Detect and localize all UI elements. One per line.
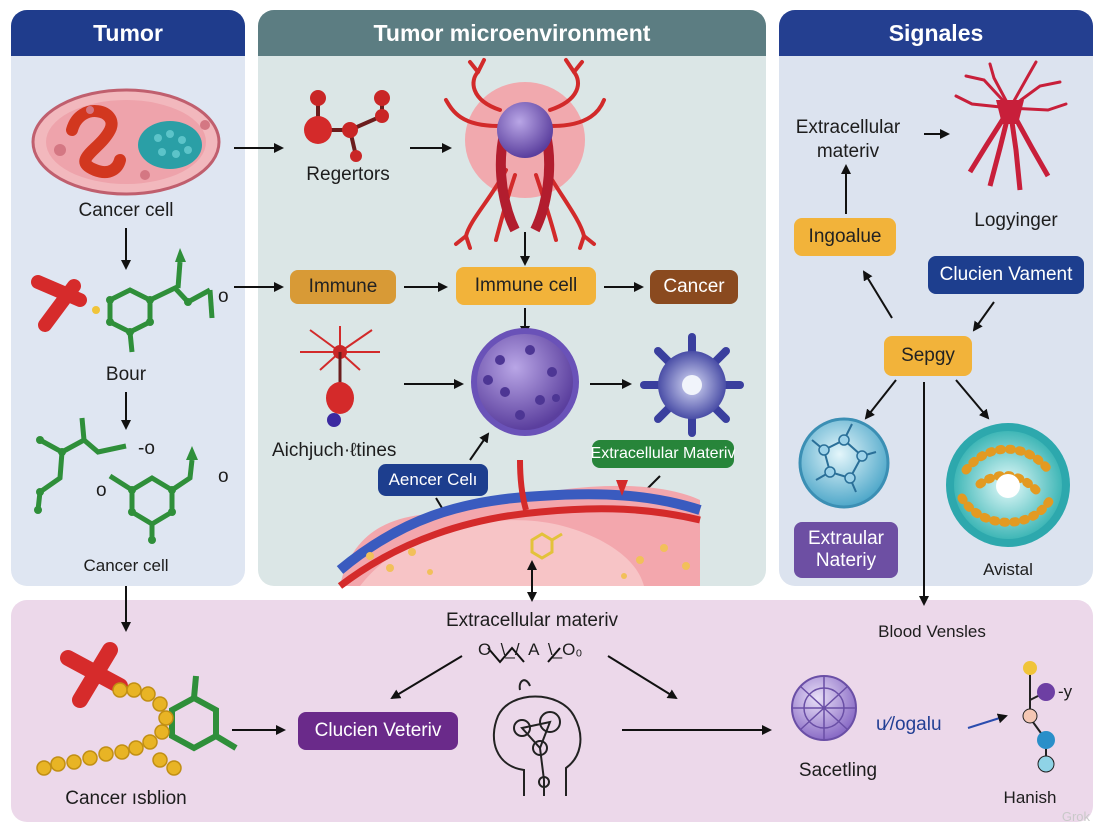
label-cancer-cell-mid: Cancer cell — [83, 556, 169, 575]
tumor-panel-title: Tumor — [11, 10, 245, 56]
sacetling-sphere-illustration — [791, 675, 857, 741]
red-neuron-illustration — [954, 60, 1068, 191]
label-formula: O \_/ A \_O₀ — [478, 640, 583, 659]
label-bour: Bour — [105, 364, 147, 385]
box-immune-cell: Immune cell — [456, 267, 596, 305]
box-ingoalue: Ingoalue — [794, 218, 896, 256]
label-o-3: o — [96, 480, 107, 501]
small-immune-cell-illustration — [300, 326, 380, 427]
green-molecule-illustration — [35, 417, 195, 540]
cancer-isblion-molecule-illustration — [36, 642, 238, 776]
sketch-head-illustration — [492, 679, 582, 796]
box-clucien-vament: Clucien Vament — [928, 256, 1084, 294]
label-o-2: -o — [138, 438, 155, 459]
signals-panel-title: Signales — [779, 10, 1093, 56]
label-hanish: Hanish — [1003, 788, 1057, 807]
watermark: Grok — [1061, 809, 1090, 824]
box-clucien-veteriv: Clucien Veteriv — [298, 712, 458, 750]
cyan-cell-illustration — [798, 417, 890, 509]
box-extraular-nateriy: Extraular Nateriy — [794, 522, 898, 578]
box-aencer-cell: Aencer Celı — [378, 464, 488, 496]
label-o-4: o — [218, 466, 229, 487]
label-y: -y — [1058, 682, 1073, 701]
label-cancer-cell-top: Cancer cell — [78, 200, 174, 221]
label-extracellular-materiv-signals: Extracellular materiv — [795, 117, 901, 162]
label-o-1: o — [218, 286, 229, 307]
blue-spiky-cell-illustration — [640, 333, 744, 437]
label-uogalu: u⁄/ogalu — [876, 714, 942, 735]
label-cancer-isblion: Cancer ısblion — [65, 788, 187, 809]
bour-molecule-illustration — [31, 248, 215, 353]
label-regertors: Regertors — [306, 164, 390, 185]
box-extracellular-materiv: Extracellular Materiv — [591, 440, 735, 468]
microenvironment-panel-title: Tumor microenvironment — [258, 10, 766, 56]
label-avistal: Avistal — [983, 560, 1033, 579]
label-extracellular-materiv-bottom: Extracellular materiv — [445, 610, 619, 631]
box-sepgy: Sepgy — [884, 336, 972, 376]
cancer-cell-illustration — [31, 88, 221, 196]
receptor-molecule-illustration — [304, 90, 390, 162]
label-blood-vensles: Blood Vensles — [878, 622, 986, 641]
hanish-molecule-illustration — [967, 661, 1055, 773]
box-immune: Immune — [290, 270, 396, 304]
label-logyinger: Logyinger — [974, 210, 1058, 231]
immune-cell-tendrils-illustration — [444, 58, 606, 250]
blood-vessel-tissue-illustration — [336, 459, 702, 589]
label-aichjuch-tines: Aichjuch·ℓtines — [272, 440, 397, 461]
purple-cancer-cell-illustration — [471, 328, 579, 436]
box-cancer: Cancer — [650, 270, 738, 304]
avistal-cell-illustration — [946, 423, 1070, 547]
extracellular-panel — [11, 600, 1093, 822]
label-sacetling: Sacetling — [798, 760, 878, 781]
